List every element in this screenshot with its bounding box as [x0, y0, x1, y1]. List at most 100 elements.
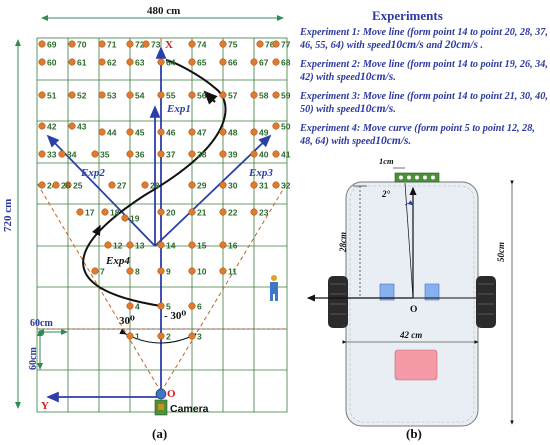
experiment-1-speed-a: 10cm/s	[390, 39, 424, 51]
grid-point-label: 33	[47, 150, 57, 160]
grid-point-marker	[126, 40, 134, 48]
grid-point-marker	[250, 150, 258, 158]
camera-label: Camera	[170, 403, 209, 415]
cell-height-label: 60cm	[28, 347, 39, 370]
grid-point-marker	[250, 58, 258, 66]
grid-point-label: 53	[107, 91, 117, 101]
grid-point-marker	[188, 208, 196, 216]
grid-point-label: 39	[228, 150, 238, 160]
length-28-label: 28cm	[338, 232, 348, 253]
experiment-3: Experiment 3: Move line (form point 14 t…	[300, 91, 548, 116]
grid-point-marker	[68, 58, 76, 66]
camera: Camera	[154, 388, 209, 416]
exp3-label: Exp3	[248, 167, 273, 179]
experiment-4-speed: 10cm/s	[375, 135, 409, 147]
angle-left-label: 30⁰	[119, 315, 135, 327]
grid-point-label: 15	[197, 241, 207, 251]
experiment-4-end: .	[408, 136, 412, 147]
grid-point-label: 28	[150, 181, 160, 191]
grid-point-label: 61	[77, 58, 87, 68]
grid-point-label: 72	[135, 40, 145, 50]
experiment-2-speed: 10cm/s	[360, 71, 394, 83]
grid-point-label: 57	[228, 91, 238, 101]
right-wheel	[476, 276, 496, 328]
grid-point-label: 62	[107, 58, 117, 68]
grid-point-marker	[219, 128, 227, 136]
grid-point-marker	[38, 150, 46, 158]
robot-origin-label: O	[410, 305, 417, 315]
grid-point-marker	[219, 150, 227, 158]
grid-point-label: 26	[61, 181, 71, 191]
grid-point-label: 16	[228, 241, 238, 251]
grid-point-label: 27	[117, 181, 127, 191]
grid-point-marker	[126, 267, 134, 275]
grid-point-label: 22	[228, 208, 238, 218]
grid-point-label: 63	[135, 58, 145, 68]
experiment-1-and: and	[423, 40, 445, 51]
exp1-label: Exp1	[166, 103, 191, 115]
grid-point-marker	[157, 302, 165, 310]
left-motor	[379, 283, 395, 301]
grid-point-label: 11	[228, 267, 237, 277]
grid-point-marker	[121, 214, 129, 222]
grid-point-marker	[157, 128, 165, 136]
grid-point-label: 7	[100, 267, 105, 277]
exp2-label: Exp2	[80, 167, 105, 179]
experiment-1: Experiment 1: Move line (form point 14 t…	[300, 27, 548, 52]
grid-point-marker	[64, 181, 72, 189]
grid-point-marker	[68, 91, 76, 99]
experiment-1-speed-b: 20cm/s	[444, 39, 478, 51]
person-icon	[270, 275, 278, 301]
grid-point-label: 50	[281, 122, 291, 132]
grid-point-label: 75	[228, 40, 238, 50]
battery	[394, 349, 438, 381]
robot-body	[345, 181, 479, 427]
grid-point-marker	[157, 150, 165, 158]
y-axis-label: Y	[41, 400, 49, 412]
grid-point-marker	[272, 122, 280, 130]
grid-point-marker	[101, 208, 109, 216]
grid-point-marker	[188, 91, 196, 99]
grid-point-marker	[98, 128, 106, 136]
grid-point-marker	[98, 40, 106, 48]
grid-point-marker	[91, 267, 99, 275]
exp4-label: Exp4	[105, 255, 130, 267]
grid-point-marker	[76, 208, 84, 216]
grid-point-marker	[157, 241, 165, 249]
panel-a: 480 cm 720 cm 60cm 60cm X Y O Camera 30⁰	[2, 5, 291, 441]
grid-point-label: 60	[47, 58, 57, 68]
grid-point-label: 71	[107, 40, 117, 50]
grid-point-marker	[188, 302, 196, 310]
grid-point-label: 69	[47, 40, 57, 50]
x-axis-label: X	[165, 39, 173, 51]
grid-point-marker	[58, 150, 66, 158]
grid-point-label: 70	[77, 40, 87, 50]
length-50-label: 50cm	[496, 242, 506, 262]
grid-point-label: 8	[135, 267, 140, 277]
grid-point-marker	[188, 128, 196, 136]
grid-point-marker	[272, 40, 280, 48]
right-motor	[424, 283, 440, 301]
grid-point-label: 37	[166, 150, 176, 160]
grid-point-label: 1	[135, 332, 140, 342]
experiment-2-end: .	[393, 72, 396, 83]
experiment-1-end: .	[477, 40, 484, 51]
grid-point-marker	[126, 150, 134, 158]
grid-point-marker	[141, 181, 149, 189]
grid-point-marker	[157, 91, 165, 99]
grid-point-marker	[219, 40, 227, 48]
left-wheel	[328, 276, 348, 328]
cell-width-label: 60cm	[30, 318, 53, 329]
experiment-2: Experiment 2: Move line (form point 14 t…	[300, 59, 548, 84]
grid-point-label: 38	[197, 150, 207, 160]
grid-point-label: 19	[130, 214, 140, 224]
grid-point-marker	[142, 40, 150, 48]
panel-b: 1cm O 2°	[306, 156, 514, 441]
grid-point-marker	[219, 91, 227, 99]
experiment-4: Experiment 4: Move curve (form point 5 t…	[300, 123, 548, 148]
grid-point-label: 52	[77, 91, 87, 101]
grid-point-marker	[188, 267, 196, 275]
experiment-2-text: Experiment 2: Move line (form point 14 t…	[300, 59, 548, 83]
grid-point-label: 12	[113, 241, 123, 251]
grid-point-marker	[219, 181, 227, 189]
